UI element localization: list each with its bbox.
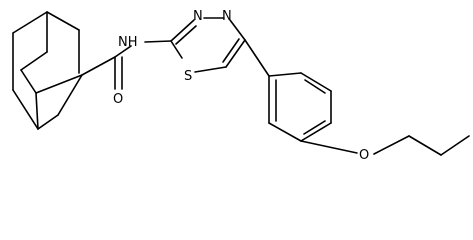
thiadiazole-ring [144,17,246,73]
n-top-left-label: N [193,9,203,24]
nh-label: NH [118,35,138,50]
thiadiazole-phenyl-bond [244,39,270,77]
o-ether-label: O [359,148,369,163]
o-amide-label: O [113,92,123,107]
amide-group [81,45,132,90]
n-top-right-label: N [222,9,232,24]
phenyl-ring [268,72,332,142]
propoxy-chain [300,135,470,156]
chemical-structure-diagram: NH N N S O O [12,9,470,163]
adamantane-cage [12,11,83,130]
s-label: S [184,69,192,84]
